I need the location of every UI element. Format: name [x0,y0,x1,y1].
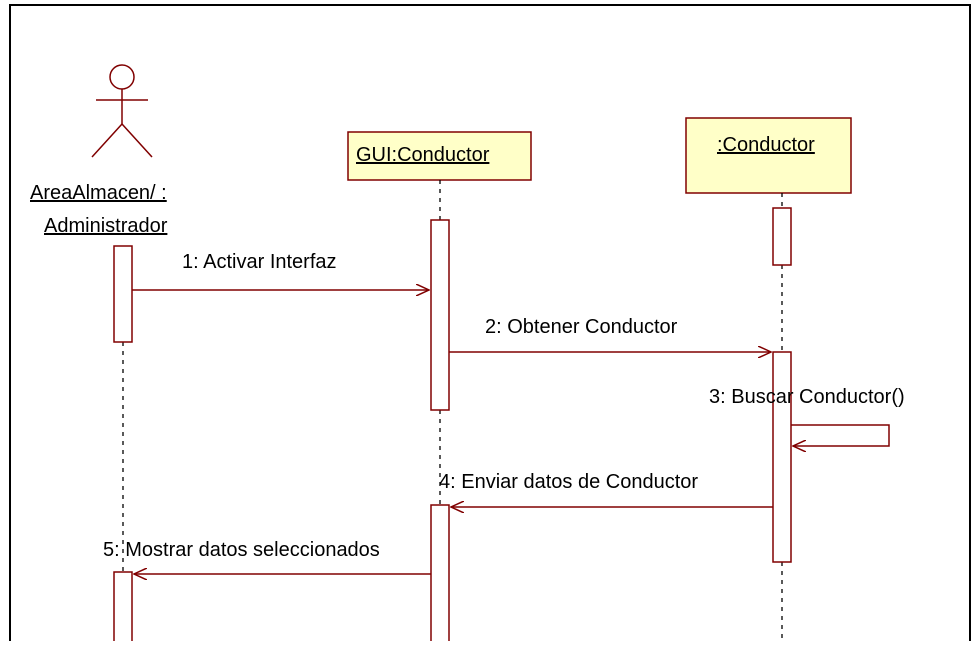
message-4-label: 4: Enviar datos de Conductor [439,471,698,493]
activation-actor-1 [113,245,133,343]
activation-gui-2 [430,504,450,646]
activation-conductor-2 [772,351,792,563]
activation-bars [113,207,792,646]
message-3-label: 3: Buscar Conductor() [709,386,905,408]
message-2-label: 2: Obtener Conductor [485,316,678,338]
activation-gui-1 [430,219,450,411]
object-conductor[interactable]: :Conductor [685,117,852,194]
activation-actor-2 [113,571,133,646]
object-gui-conductor-label: GUI:Conductor [356,144,490,166]
diagram-frame [9,4,971,646]
message-3-arrow [791,424,890,446]
stick-figure-icon [91,64,153,158]
actor-name-line2: Administrador [44,215,168,237]
actor-name-line1: AreaAlmacen/ : [30,182,167,204]
activation-conductor-1 [772,207,792,266]
object-gui-conductor[interactable]: GUI:Conductor [347,131,532,181]
message-1-label: 1: Activar Interfaz [182,251,337,273]
object-conductor-label: :Conductor [717,134,815,156]
message-5-label: 5: Mostrar datos seleccionados [103,539,380,561]
actor-administrador[interactable]: AreaAlmacen/ : Administrador [30,64,168,237]
message-arrows [132,290,890,574]
